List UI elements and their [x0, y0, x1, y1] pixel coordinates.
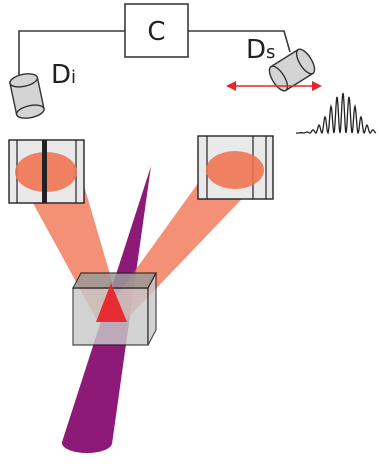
scan-arrow-head-right — [312, 81, 322, 91]
signal-screen-icon — [197, 135, 274, 200]
idler-detector-label: Di — [51, 60, 76, 90]
wire-to-signal-detector — [188, 30, 291, 53]
coincidence-counter: C — [124, 3, 189, 58]
crystal-top — [72, 272, 157, 289]
coincidence-label: C — [147, 17, 165, 47]
pump-beam-end — [62, 433, 112, 453]
beam-overlap — [96, 283, 127, 322]
crystal-icon — [72, 272, 157, 346]
idler-detector-icon — [9, 73, 45, 119]
coincidence-wires — [18, 30, 291, 78]
idler-screen-icon — [8, 139, 85, 204]
scan-arrow-icon — [226, 81, 322, 91]
signal-detector-icon — [268, 48, 316, 92]
wire-to-idler-detector — [18, 30, 125, 78]
coincidence-box — [124, 3, 189, 58]
signal-detector-label: Ds — [246, 35, 275, 65]
scan-arrow-head-left — [226, 81, 236, 91]
interference-trace-icon — [296, 92, 377, 135]
